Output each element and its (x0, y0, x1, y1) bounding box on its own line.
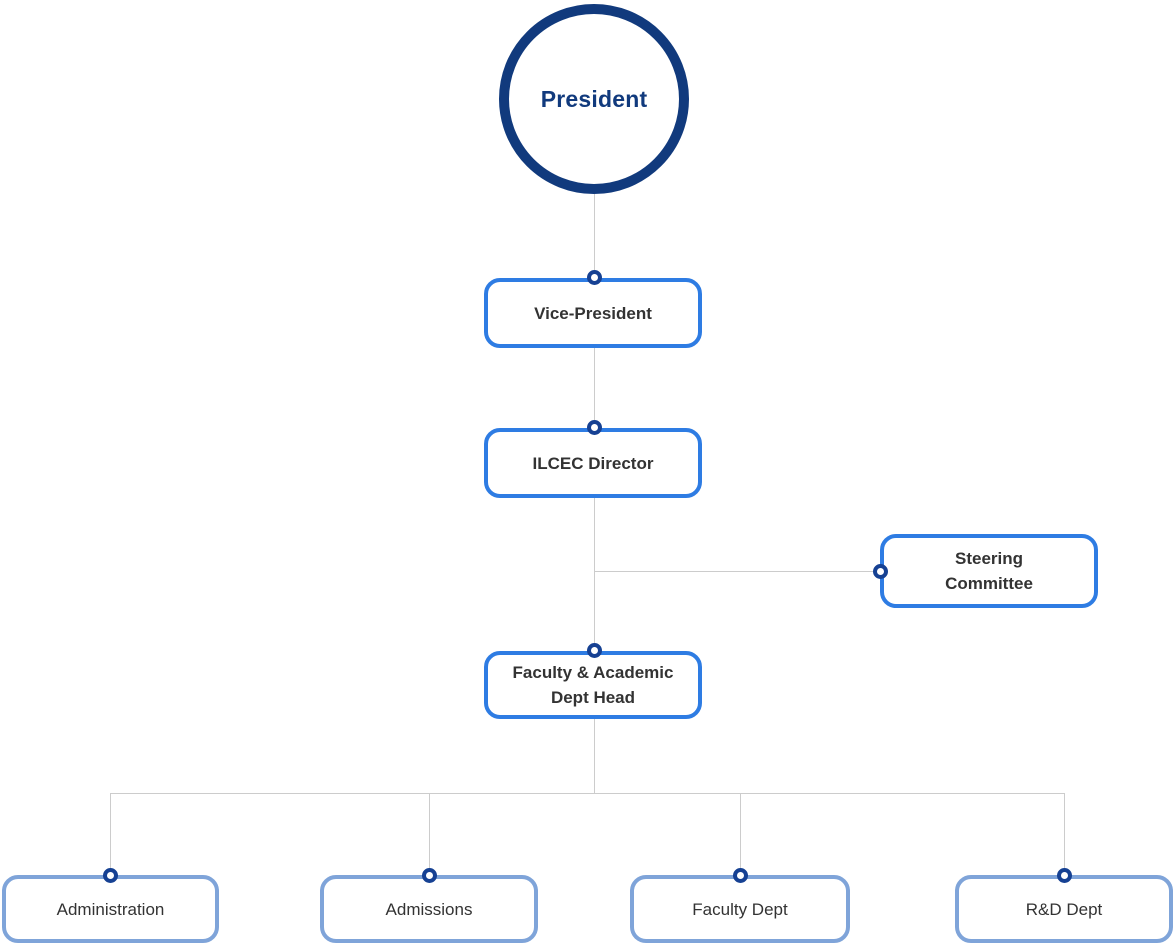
faculty-dept-label: Faculty Dept (692, 899, 788, 919)
connector-dot-administration (103, 868, 118, 883)
line-drop-faculty-dept (740, 793, 741, 872)
faculty-academic-head-label-line1: Faculty & Academic (512, 663, 674, 682)
line-bottom-rail (110, 793, 1064, 794)
node-rnd-dept: R&D Dept (955, 875, 1173, 943)
connector-dot-faculty-head (587, 643, 602, 658)
node-ilcec-director: ILCEC Director (484, 428, 702, 498)
line-president-to-vp (594, 194, 595, 276)
ilcec-director-label: ILCEC Director (532, 453, 654, 473)
vice-president-label: Vice-President (534, 303, 652, 323)
steering-committee-label-line2: Committee (945, 574, 1033, 593)
line-drop-administration (110, 793, 111, 872)
connector-dot-faculty-dept (733, 868, 748, 883)
connector-dot-rnd-dept (1057, 868, 1072, 883)
connector-dot-ilcec (587, 420, 602, 435)
connector-dot-vp (587, 270, 602, 285)
line-drop-admissions (429, 793, 430, 872)
connector-dot-admissions (422, 868, 437, 883)
node-vice-president: Vice-President (484, 278, 702, 348)
connector-dot-steering (873, 564, 888, 579)
node-admissions: Admissions (320, 875, 538, 943)
line-ilcec-to-faculty-head (594, 498, 595, 648)
node-steering-committee: Steering Committee (880, 534, 1098, 608)
administration-label: Administration (56, 899, 165, 919)
line-drop-rnd-dept (1064, 793, 1065, 872)
node-administration: Administration (2, 875, 219, 943)
node-faculty-academic-head: Faculty & Academic Dept Head (484, 651, 702, 719)
rnd-dept-label: R&D Dept (1025, 899, 1103, 919)
line-faculty-head-to-rail (594, 719, 595, 793)
line-vp-to-ilcec (594, 348, 595, 428)
node-president: President (499, 4, 689, 194)
node-faculty-dept: Faculty Dept (630, 875, 850, 943)
president-label: President (540, 85, 648, 112)
steering-committee-label-line1: Steering (954, 549, 1024, 568)
line-branch-steering (594, 571, 880, 572)
faculty-academic-head-label-line2: Dept Head (550, 688, 636, 707)
admissions-label: Admissions (385, 899, 473, 919)
